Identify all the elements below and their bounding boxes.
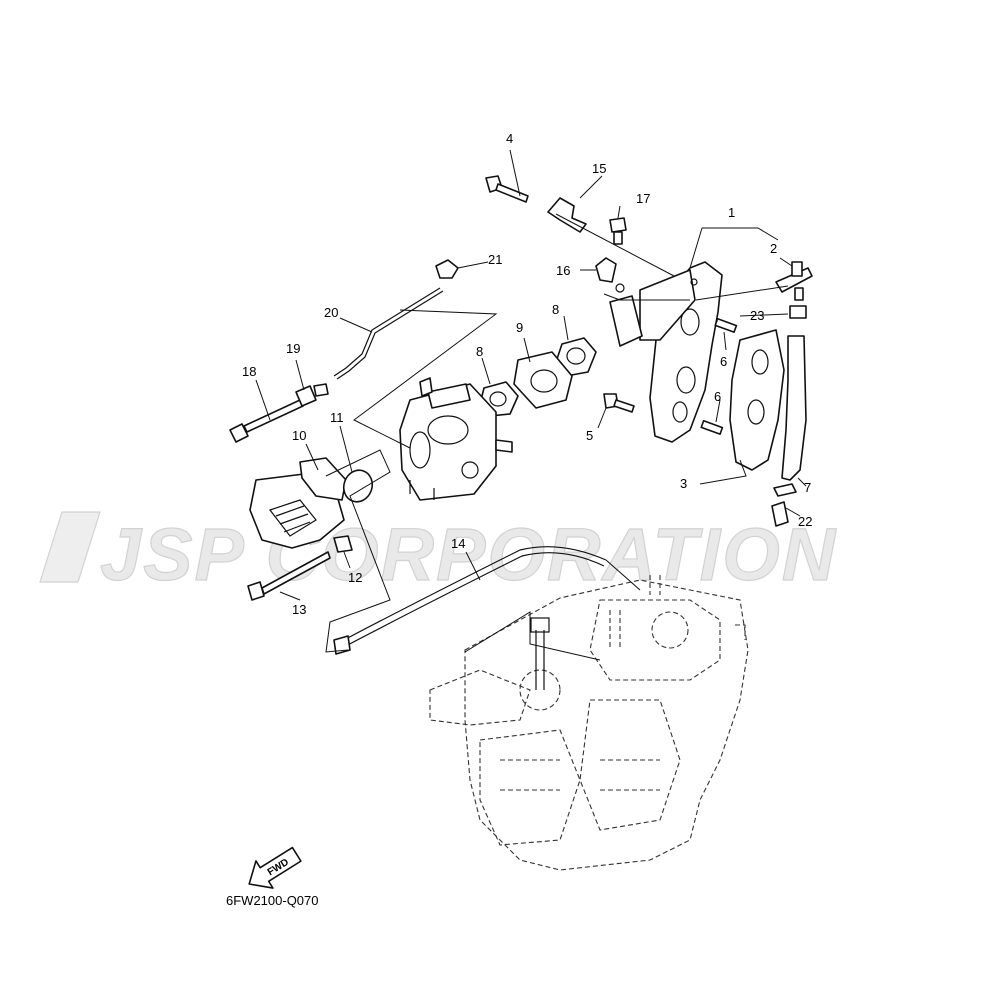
callout-9: 9 bbox=[516, 320, 523, 335]
callout-19: 19 bbox=[286, 341, 300, 356]
callout-7: 7 bbox=[804, 480, 811, 495]
bolt-4 bbox=[485, 175, 529, 203]
leader-lines bbox=[255, 149, 807, 661]
callout-2: 2 bbox=[770, 241, 777, 256]
callout-17: 17 bbox=[636, 191, 650, 206]
callout-22: 22 bbox=[798, 514, 812, 529]
carburetor bbox=[399, 377, 513, 501]
dowel-pins bbox=[700, 317, 738, 435]
callout-6a: 6 bbox=[720, 354, 727, 369]
callout-11: 11 bbox=[330, 410, 344, 425]
bolt-17 bbox=[609, 217, 627, 245]
engine-block bbox=[429, 575, 749, 871]
callout-18: 18 bbox=[242, 364, 256, 379]
callout-14: 14 bbox=[451, 536, 465, 551]
collar-12 bbox=[333, 535, 353, 553]
o-ring-11 bbox=[342, 469, 374, 503]
watermark-text: JSP CORPORATION bbox=[100, 513, 837, 596]
choke-rod-20 bbox=[333, 287, 444, 380]
diagram-code: 6FW2100-Q070 bbox=[226, 893, 319, 908]
clamp-16 bbox=[595, 257, 625, 293]
callout-1: 1 bbox=[728, 205, 735, 220]
callout-8b: 8 bbox=[552, 302, 559, 317]
gasket-8-right bbox=[555, 337, 597, 377]
callout-5: 5 bbox=[586, 428, 593, 443]
callout-23: 23 bbox=[750, 308, 764, 323]
callout-16: 16 bbox=[556, 263, 570, 278]
callout-13: 13 bbox=[292, 602, 306, 617]
callout-4: 4 bbox=[506, 131, 513, 146]
callout-21: 21 bbox=[488, 252, 502, 267]
callout-15: 15 bbox=[592, 161, 606, 176]
intake-silencer bbox=[249, 457, 347, 549]
manifold-gasket bbox=[729, 329, 785, 471]
clamp-15 bbox=[547, 197, 587, 233]
intake-manifold bbox=[609, 261, 723, 443]
callout-10: 10 bbox=[292, 428, 306, 443]
clip-21 bbox=[435, 259, 459, 279]
collar-19 bbox=[295, 383, 329, 407]
callout-3: 3 bbox=[680, 476, 687, 491]
fuel-hose-14 bbox=[333, 546, 607, 655]
watermark: JSP CORPORATION bbox=[39, 511, 837, 597]
callout-8a: 8 bbox=[476, 344, 483, 359]
bolt-13 bbox=[247, 551, 331, 601]
callout-6b: 6 bbox=[714, 389, 721, 404]
spacer-9 bbox=[513, 351, 573, 409]
bolt-5 bbox=[603, 393, 635, 413]
callout-20: 20 bbox=[324, 305, 338, 320]
callout-12: 12 bbox=[348, 570, 362, 585]
fwd-arrow: FWD bbox=[248, 846, 302, 889]
callout-labels: 1 2 3 4 5 6 6 7 8 8 9 10 11 12 13 14 15 … bbox=[242, 131, 812, 617]
